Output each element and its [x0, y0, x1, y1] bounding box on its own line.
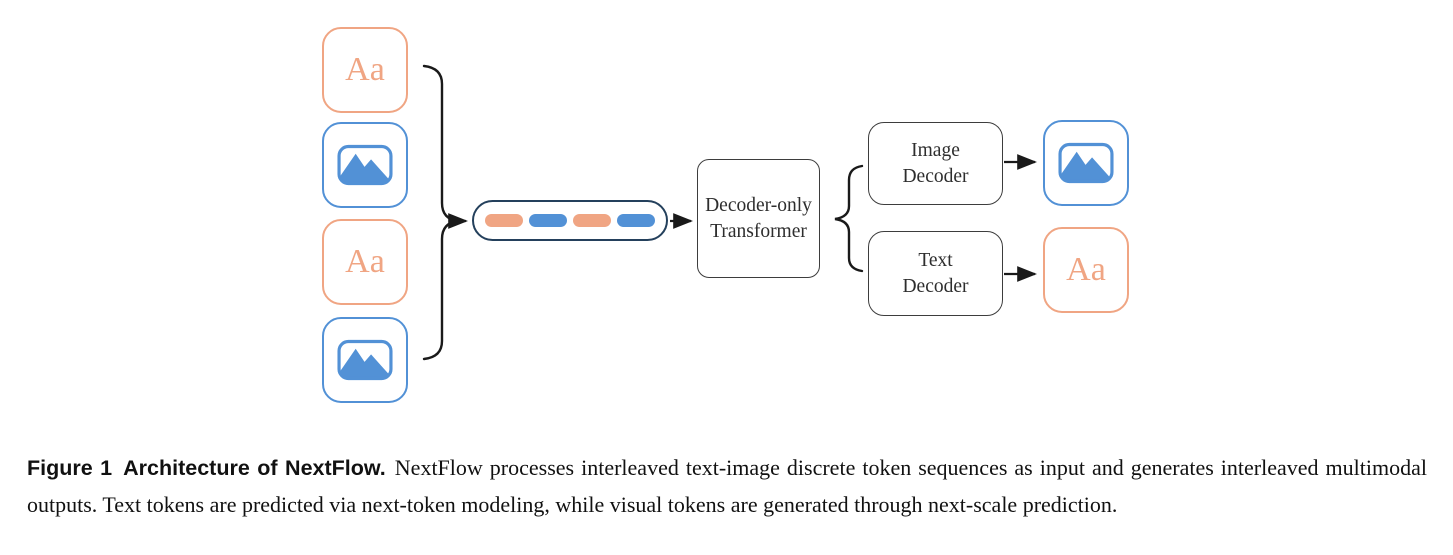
image-decoder-label-line2: Decoder: [902, 165, 969, 187]
figure-caption: Figure 1 Architecture of NextFlow.NextFlo…: [27, 450, 1427, 522]
output-split-brace: [834, 164, 864, 273]
figure-title: Architecture of NextFlow.: [123, 456, 386, 480]
sequence-image-token-1: [529, 214, 567, 227]
text-decoder-label-line2: Decoder: [902, 275, 969, 297]
image-icon: [1058, 142, 1114, 184]
input-image-token-1: [322, 122, 408, 208]
input-image-token-2: [322, 317, 408, 403]
text-token-glyph: Aa: [1066, 251, 1106, 288]
transformer-label-line2: Transformer: [710, 220, 807, 242]
text-decoder-box: Text Decoder: [868, 231, 1003, 316]
image-decoder-box: Image Decoder: [868, 122, 1003, 205]
decoder-only-transformer-box: Decoder-only Transformer: [697, 159, 820, 278]
input-text-token-2: Aa: [322, 219, 408, 305]
text-decoder-label-line1: Text: [918, 249, 953, 271]
text-token-glyph: Aa: [345, 51, 385, 88]
figure-number: Figure 1: [27, 456, 113, 480]
input-text-token-1: Aa: [322, 27, 408, 113]
text-token-glyph: Aa: [345, 243, 385, 280]
output-image-token: [1043, 120, 1129, 206]
sequence-image-token-2: [617, 214, 655, 227]
sequence-text-token-2: [573, 214, 611, 227]
output-text-token: Aa: [1043, 227, 1129, 313]
figure-caption-text: NextFlow processes interleaved text-imag…: [27, 455, 1427, 517]
image-icon: [337, 339, 393, 381]
image-decoder-label-line1: Image: [911, 139, 960, 161]
token-sequence-pill: [472, 200, 668, 241]
transformer-label-line1: Decoder-only: [705, 194, 812, 216]
input-gather-brace: [422, 64, 459, 361]
image-icon: [337, 144, 393, 186]
sequence-text-token-1: [485, 214, 523, 227]
